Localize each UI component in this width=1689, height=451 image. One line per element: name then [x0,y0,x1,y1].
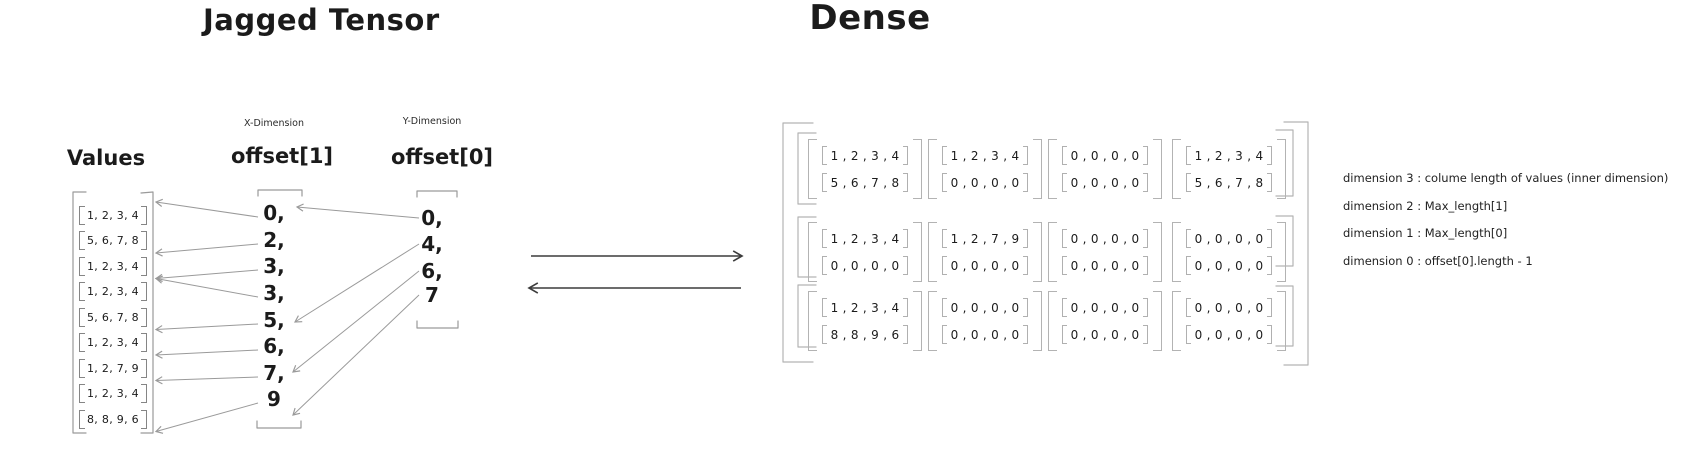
matrix-row: 5 , 6 , 7 , 8 [1186,173,1272,192]
matrix-row: 0 , 0 , 0 , 0 [1062,173,1148,192]
values-row: 1, 2, 7, 9 [79,358,147,379]
offset0-top-bracket [416,190,458,198]
matrix-row: 0 , 0 , 0 , 0 [942,298,1028,317]
values-row: 1, 2, 3, 4 [79,383,147,404]
jagged-tensor-title: Jagged Tensor [203,3,440,37]
dense-matrix: 0 , 0 , 0 , 0 0 , 0 , 0 , 0 [1048,139,1162,199]
offset1-to-values-arrow [154,402,259,434]
matrix-row: 0 , 0 , 0 , 0 [1062,298,1148,317]
y-dimension-label: Y-Dimension [402,116,462,127]
legend-line: dimension 3 : colume length of values (i… [1343,171,1669,185]
dense-matrix: 1 , 2 , 3 , 4 5 , 6 , 7 , 8 [808,139,922,199]
matrix-row: 0 , 0 , 0 , 0 [1186,325,1272,344]
offset1-item: 2, [263,228,285,252]
values-row: 5, 6, 7, 8 [79,307,147,328]
dense-matrix: 0 , 0 , 0 , 0 0 , 0 , 0 , 0 [1172,291,1286,351]
offset1-to-values-arrow [154,323,259,334]
offset0-to-offset1-arrow [292,270,420,373]
dense-matrix: 1 , 2 , 3 , 4 0 , 0 , 0 , 0 [928,139,1042,199]
matrix-row: 0 , 0 , 0 , 0 [1062,146,1148,165]
dense-matrix: 0 , 0 , 0 , 0 0 , 0 , 0 , 0 [928,291,1042,351]
matrix-row: 0 , 0 , 0 , 0 [1062,325,1148,344]
matrix-row: 0 , 0 , 0 , 0 [1186,256,1272,275]
dimension-legend: dimension 3 : colume length of values (i… [1343,171,1689,281]
matrix-row: 1 , 2 , 3 , 4 [822,146,908,165]
offset1-item: 0, [263,201,285,225]
matrix-row: 0 , 0 , 0 , 0 [1186,229,1272,248]
dense-matrix: 0 , 0 , 0 , 0 0 , 0 , 0 , 0 [1048,291,1162,351]
offset1-to-values-arrow [154,198,259,218]
offset0-bottom-bracket [416,320,459,329]
matrix-row: 0 , 0 , 0 , 0 [1062,229,1148,248]
matrix-row: 1 , 2 , 3 , 4 [1186,146,1272,165]
dense-matrix: 0 , 0 , 0 , 0 0 , 0 , 0 , 0 [1048,222,1162,282]
offset1-item: 9 [267,387,281,411]
matrix-row: 8 , 8 , 9 , 6 [822,325,908,344]
offset1-to-values-arrow [154,349,259,359]
dense-matrix: 1 , 2 , 3 , 4 8 , 8 , 9 , 6 [808,291,922,351]
legend-line: dimension 1 : Max_length[0] [1343,226,1508,240]
offset1-to-values-arrow [154,275,259,298]
offset0-to-offset1-arrow [292,294,420,416]
offset1-column-label: offset[1] [231,144,334,168]
matrix-row: 1 , 2 , 3 , 4 [822,298,908,317]
offset1-to-values-arrow [154,376,259,385]
dense-matrix: 1 , 2 , 7 , 9 0 , 0 , 0 , 0 [928,222,1042,282]
values-row: 5, 6, 7, 8 [79,230,147,251]
offset1-to-values-arrow [154,243,259,257]
matrix-row: 0 , 0 , 0 , 0 [822,256,908,275]
values-row: 1, 2, 3, 4 [79,205,147,226]
offset0-to-offset1-arrow [295,203,420,219]
dense-matrix: 0 , 0 , 0 , 0 0 , 0 , 0 , 0 [1172,222,1286,282]
offset1-item: 3, [263,281,285,305]
offset1-item: 3, [263,254,285,278]
values-row: 1, 2, 3, 4 [79,332,147,353]
dense-outer-close-bracket [1283,121,1309,366]
matrix-row: 0 , 0 , 0 , 0 [942,256,1028,275]
matrix-row: 0 , 0 , 0 , 0 [942,325,1028,344]
matrix-row: 5 , 6 , 7 , 8 [822,173,908,192]
offset1-item: 5, [263,308,285,332]
offset0-item: 0, [421,206,443,230]
matrix-row: 0 , 0 , 0 , 0 [1062,256,1148,275]
legend-line: dimension 2 : Max_length[1] [1343,198,1508,213]
matrix-row: 1 , 2 , 3 , 4 [822,229,908,248]
offset0-item: 4, [421,232,443,256]
values-column-label: Values [66,146,146,170]
dense-matrix: 1 , 2 , 3 , 4 5 , 6 , 7 , 8 [1172,139,1286,199]
offset1-item: 6, [263,334,285,358]
x-dimension-label: X-Dimension [244,118,304,129]
offset1-item: 7, [263,361,285,385]
values-row: 1, 2, 3, 4 [79,281,147,302]
dense-matrix: 1 , 2 , 3 , 4 0 , 0 , 0 , 0 [808,222,922,282]
offset0-item: 7 [425,283,439,307]
offset0-to-offset1-arrow [294,243,420,323]
matrix-row: 1 , 2 , 3 , 4 [942,146,1028,165]
legend-line: dimension 0 : offset[0].length - 1 [1343,253,1533,268]
dense-title: Dense [809,0,931,38]
offset1-top-bracket [257,189,303,197]
values-row: 1, 2, 3, 4 [79,256,147,277]
offset0-column-label: offset[0] [391,145,494,169]
matrix-row: 1 , 2 , 7 , 9 [942,229,1028,248]
offset1-to-values-arrow [154,269,259,283]
values-row: 8, 8, 9, 6 [79,409,147,430]
matrix-row: 0 , 0 , 0 , 0 [942,173,1028,192]
offset1-bottom-bracket [256,420,302,429]
matrix-row: 0 , 0 , 0 , 0 [1186,298,1272,317]
offset0-item: 6, [421,259,443,283]
